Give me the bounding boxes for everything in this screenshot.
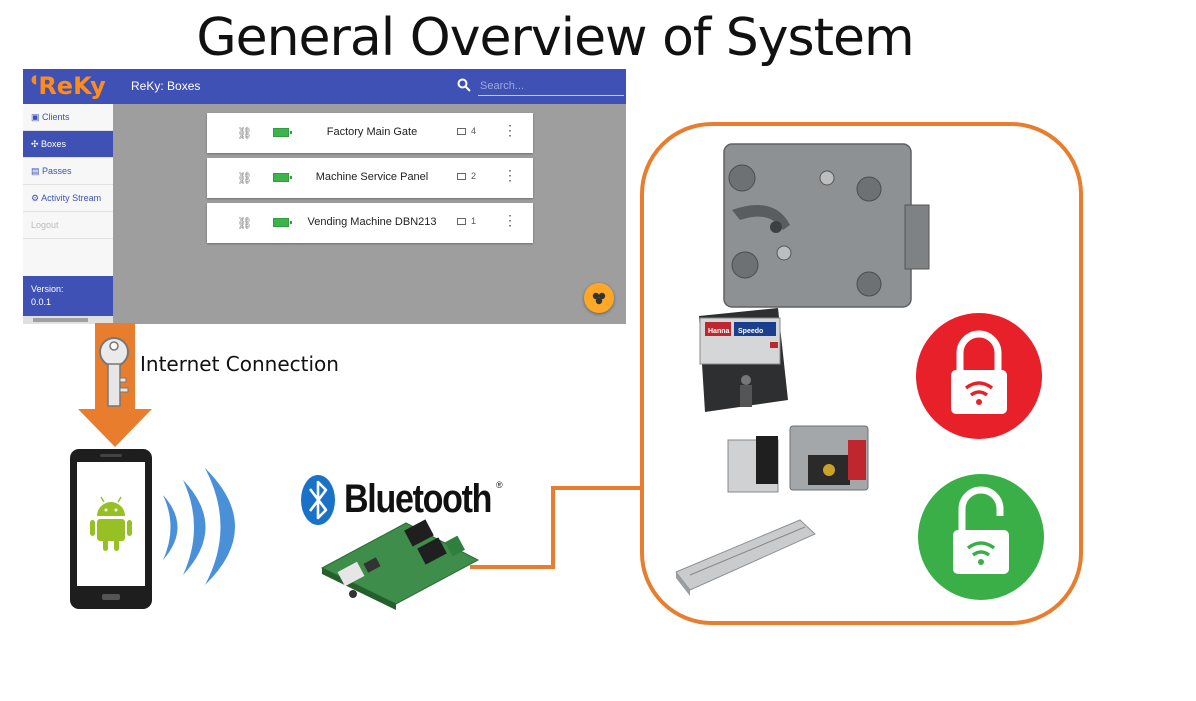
android-robot-icon (90, 496, 132, 551)
unlocked-icon (918, 474, 1044, 600)
android-phone (70, 449, 152, 609)
bluetooth-relay-board (320, 519, 480, 610)
box-card[interactable]: ⛓ Factory Main Gate 4 ⋮ (207, 113, 533, 153)
link-icon[interactable]: ⛓ (237, 216, 253, 230)
more-vert-icon[interactable]: ⋮ (503, 167, 517, 183)
more-vert-icon[interactable]: ⋮ (503, 212, 517, 228)
reky-app-screenshot: ◖ReKy ReKy: Boxes ▣ Clients ✣ Boxes ▤ Pa… (23, 69, 626, 324)
version-value: 0.0.1 (31, 297, 52, 307)
sidebar-item-passes[interactable]: ▤ Passes (23, 158, 113, 185)
box-name: Machine Service Panel (315, 171, 429, 183)
sidebar-item-activity-stream[interactable]: ⚙ Activity Stream (23, 185, 113, 212)
internet-connection-label: Internet Connection (140, 352, 339, 376)
connection-wire (470, 486, 642, 569)
magnetic-lock-image (675, 519, 816, 596)
locked-icon (916, 313, 1042, 439)
version-label: Version: (31, 284, 64, 294)
wireless-signal-icon (163, 468, 235, 585)
sidebar: ▣ Clients ✣ Boxes ▤ Passes ⚙ Activity St… (23, 104, 113, 324)
bluetooth-label: Bluetooth (344, 477, 492, 521)
boxes-icon (592, 292, 606, 305)
reky-logo[interactable]: ◖ReKy (31, 72, 106, 100)
add-box-fab[interactable] (584, 283, 614, 313)
box-name: Factory Main Gate (326, 126, 418, 138)
search-input[interactable] (478, 77, 624, 96)
pass-icon (457, 218, 466, 225)
bluetooth-logo-icon (301, 475, 335, 525)
scrollbar-thumb[interactable] (33, 318, 88, 322)
sidebar-item-clients[interactable]: ▣ Clients (23, 104, 113, 131)
logo-text: ReKy (38, 72, 106, 100)
sidebar-item-logout[interactable]: Logout (23, 212, 113, 239)
gears-icon: ⚙ (31, 193, 42, 203)
passes-icon: ▤ (31, 166, 43, 176)
battery-icon (273, 218, 292, 227)
box-card[interactable]: ⛓ Machine Service Panel 2 ⋮ (207, 158, 533, 198)
link-icon[interactable]: ⛓ (237, 126, 253, 140)
battery-icon (273, 173, 292, 182)
speedo-brand-label: Speedo (738, 328, 763, 335)
battery-icon (273, 128, 292, 137)
boxes-icon: ✣ (31, 139, 42, 149)
page-title: General Overview of System (196, 8, 914, 68)
version-panel: Version: 0.0.1 (23, 276, 113, 316)
hanna-brand-label: Hanna (708, 328, 730, 335)
clients-icon: ▣ (31, 112, 43, 122)
pass-count: 2 (471, 171, 477, 181)
rim-lock-image (727, 425, 869, 493)
pass-count: 1 (471, 216, 477, 226)
more-vert-icon[interactable]: ⋮ (503, 122, 517, 138)
pass-icon (457, 128, 466, 135)
link-icon[interactable]: ⛓ (237, 171, 253, 185)
pass-count: 4 (471, 126, 477, 136)
hanna-speedo-lock-image (699, 308, 788, 412)
box-card[interactable]: ⛓ Vending Machine DBN213 1 ⋮ (207, 203, 533, 243)
app-toolbar: ◖ReKy ReKy: Boxes (23, 69, 626, 104)
app-title: ReKy: Boxes (131, 79, 201, 93)
search-icon[interactable] (456, 77, 472, 93)
wifi-wave-icon: ◖ (31, 72, 38, 86)
lock-devices-frame (640, 122, 1083, 625)
registered-mark: ® (496, 480, 503, 490)
box-name: Vending Machine DBN213 (307, 216, 437, 228)
pass-icon (457, 173, 466, 180)
key-icon (99, 337, 129, 407)
sidebar-item-boxes[interactable]: ✣ Boxes (23, 131, 113, 158)
safe-lock-image (723, 143, 930, 308)
